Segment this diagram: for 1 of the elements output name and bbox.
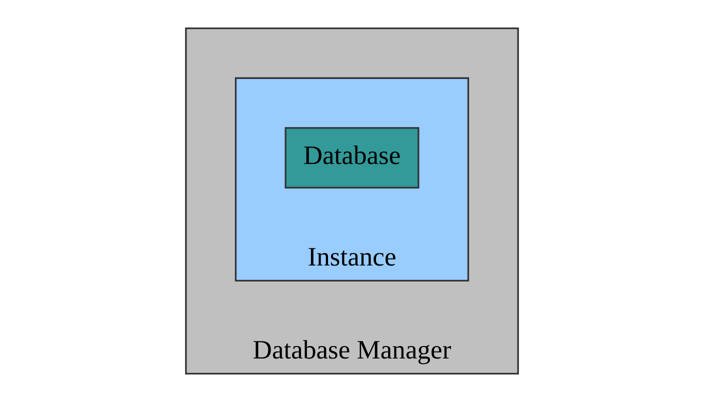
node-box: Database xyxy=(284,127,420,189)
